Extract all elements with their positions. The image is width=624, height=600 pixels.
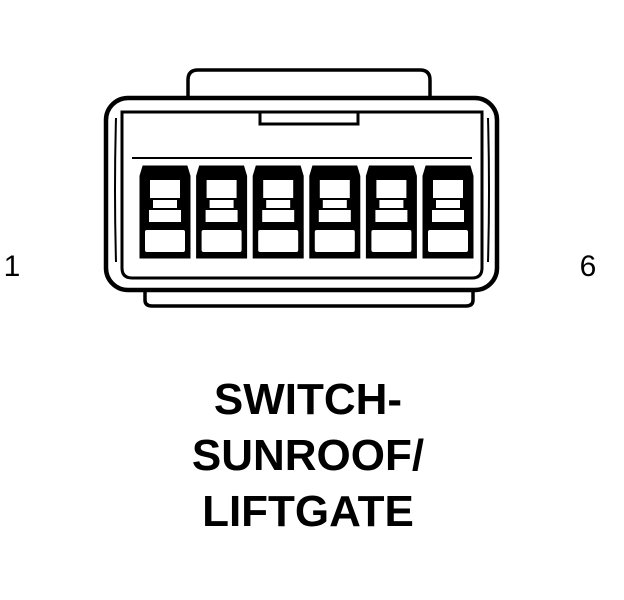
pin-6-label: 6	[580, 250, 597, 283]
terminal-cavities	[139, 165, 474, 259]
connector-inner-wall	[120, 110, 484, 280]
cavity-upper-window	[319, 180, 350, 198]
cavity-middle-window	[262, 210, 295, 222]
cavity-upper-window	[263, 180, 294, 198]
connector-right-rib	[487, 117, 490, 263]
cavity-terminal-opening	[428, 230, 468, 252]
cavity-middle-window	[205, 210, 238, 222]
terminal-cavity-6	[422, 165, 474, 259]
cavity-latch-bar	[266, 200, 291, 208]
cavity-latch-bar	[379, 200, 404, 208]
cavity-latch-bar	[322, 200, 347, 208]
cavity-upper-window	[376, 180, 407, 198]
cavity-latch-bar	[436, 200, 460, 208]
cavity-middle-window	[149, 210, 181, 222]
connector-left-rib	[114, 117, 117, 263]
cavity-terminal-opening	[145, 230, 185, 252]
cavity-terminal-opening	[201, 230, 242, 252]
cavity-terminal-opening	[314, 230, 355, 252]
cavity-upper-window	[433, 180, 463, 198]
terminal-cavity-4	[309, 165, 361, 259]
connector-title-line-2: SUNROOF/	[192, 431, 424, 480]
cavity-terminal-opening	[371, 230, 412, 252]
connector-latch-tab	[186, 68, 432, 98]
terminal-cavity-2	[196, 165, 248, 259]
cavity-middle-window	[318, 210, 351, 222]
terminal-cavity-1	[139, 165, 191, 259]
cavity-latch-bar	[153, 200, 177, 208]
terminal-cavity-5	[365, 165, 417, 259]
cavity-terminal-opening	[258, 230, 299, 252]
connector-key-slot	[258, 112, 360, 126]
cavity-middle-window	[375, 210, 408, 222]
terminal-cavity-3	[252, 165, 304, 259]
cavity-middle-window	[432, 210, 464, 222]
pin-1-label: 1	[4, 250, 21, 283]
cavity-upper-window	[150, 180, 180, 198]
connector-title-line-3: LIFTGATE	[202, 487, 414, 536]
connector-title-line-1: SWITCH-	[214, 375, 402, 424]
cavity-upper-window	[206, 180, 237, 198]
cavity-latch-bar	[209, 200, 234, 208]
